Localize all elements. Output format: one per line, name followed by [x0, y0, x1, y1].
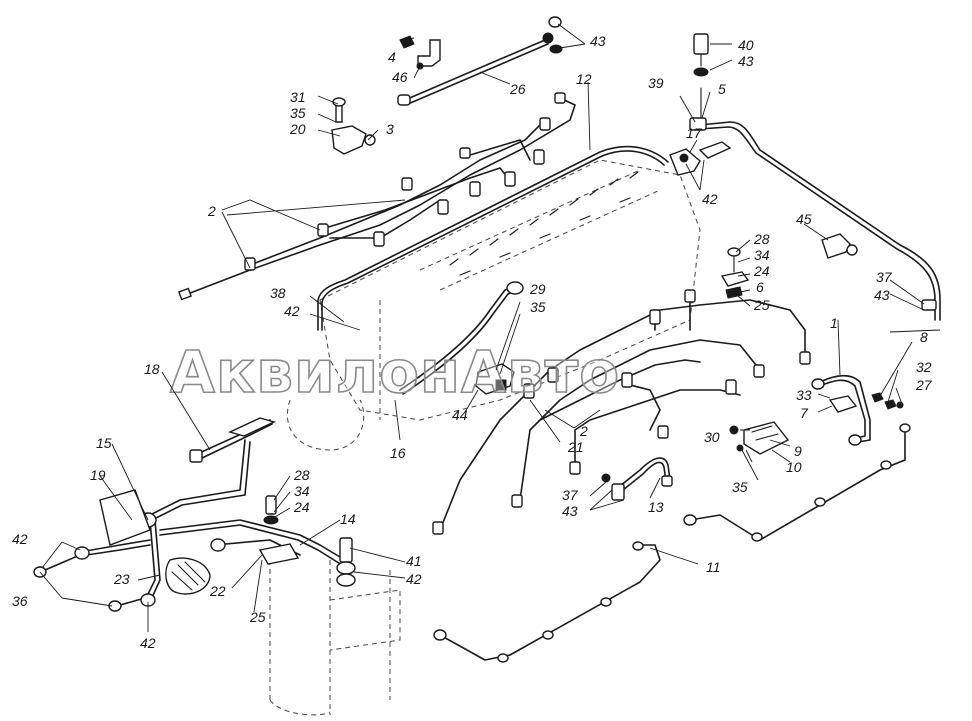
callout-40: 40 — [738, 37, 754, 53]
callout-42: 42 — [12, 531, 28, 547]
callout-22: 22 — [209, 583, 226, 599]
callout-42: 42 — [406, 571, 422, 587]
callout-14: 14 — [340, 511, 356, 527]
callout-25: 25 — [249, 609, 266, 625]
injector-pipes-2-upper — [178, 92, 576, 301]
callout-42: 42 — [284, 303, 300, 319]
callout-4: 4 — [388, 49, 396, 65]
callout-38: 38 — [270, 285, 286, 301]
callout-15: 15 — [96, 435, 112, 451]
callout-13: 13 — [648, 499, 664, 515]
injector-row — [449, 171, 639, 276]
callout-17: 17 — [686, 125, 703, 141]
callout-32: 32 — [916, 359, 932, 375]
callout-2: 2 — [207, 203, 216, 219]
sensor-9-10 — [729, 421, 790, 455]
pipe-5-45 — [699, 121, 941, 321]
pipe-13 — [601, 457, 673, 501]
callout-20: 20 — [289, 121, 306, 137]
engine-block-outline — [269, 159, 701, 716]
callout-8: 8 — [920, 329, 928, 345]
callout-26: 26 — [509, 81, 526, 97]
callout-3: 3 — [386, 121, 394, 137]
callout-19: 19 — [90, 467, 106, 483]
callout-5: 5 — [718, 81, 726, 97]
callout-34: 34 — [754, 247, 770, 263]
injector-pipes-2-lower — [432, 289, 811, 535]
callout-21: 21 — [567, 439, 584, 455]
callout-23: 23 — [113, 571, 130, 587]
callout-35: 35 — [290, 105, 306, 121]
bolt-40-group — [669, 33, 732, 176]
callout-36: 36 — [12, 593, 28, 609]
lower-left-pipes — [33, 417, 356, 612]
callout-33: 33 — [796, 387, 812, 403]
pipe-1 — [811, 374, 871, 446]
callout-41: 41 — [406, 553, 422, 569]
callout-37: 37 — [876, 269, 893, 285]
callout-16: 16 — [390, 445, 406, 461]
watermark: АквилонАвто — [170, 338, 620, 406]
callout-44: 44 — [452, 407, 468, 423]
callout-43: 43 — [874, 287, 890, 303]
clip-group-right — [720, 247, 750, 299]
callout-labels: 1 2 2 3 4 5 6 7 8 9 10 11 12 13 14 15 16… — [12, 33, 933, 651]
callout-11: 11 — [706, 559, 721, 575]
callout-27: 27 — [915, 377, 933, 393]
callout-7: 7 — [800, 405, 809, 421]
leader-lines — [39, 23, 941, 632]
callout-10: 10 — [786, 459, 802, 475]
callout-37: 37 — [562, 487, 579, 503]
callout-1: 1 — [830, 315, 838, 331]
fitting-4-46 — [399, 35, 441, 70]
pipe-26 — [397, 16, 563, 106]
callout-6: 6 — [756, 279, 764, 295]
cable-right — [683, 423, 911, 542]
pipe-16-44 — [399, 281, 524, 395]
callout-24: 24 — [293, 499, 310, 515]
callout-28: 28 — [293, 467, 310, 483]
callout-46: 46 — [392, 69, 408, 85]
callout-2: 2 — [579, 423, 588, 439]
callout-29: 29 — [529, 281, 546, 297]
callout-28: 28 — [753, 231, 770, 247]
callout-43: 43 — [738, 53, 754, 69]
callout-43: 43 — [590, 33, 606, 49]
callout-34: 34 — [294, 483, 310, 499]
callout-24: 24 — [753, 263, 770, 279]
pipe-12 — [317, 145, 669, 331]
callout-12: 12 — [576, 71, 592, 87]
callout-39: 39 — [648, 75, 664, 91]
callout-43: 43 — [562, 503, 578, 519]
cable-11 — [433, 541, 661, 663]
callout-45: 45 — [796, 211, 812, 227]
callout-31: 31 — [290, 89, 306, 105]
callout-18: 18 — [144, 361, 160, 377]
callout-30: 30 — [704, 429, 720, 445]
callout-42: 42 — [140, 635, 156, 651]
callout-9: 9 — [794, 443, 802, 459]
callout-25: 25 — [753, 297, 770, 313]
banjo-bolt-31 — [331, 97, 376, 155]
callout-35: 35 — [732, 479, 748, 495]
callout-35: 35 — [530, 299, 546, 315]
callout-42: 42 — [702, 191, 718, 207]
